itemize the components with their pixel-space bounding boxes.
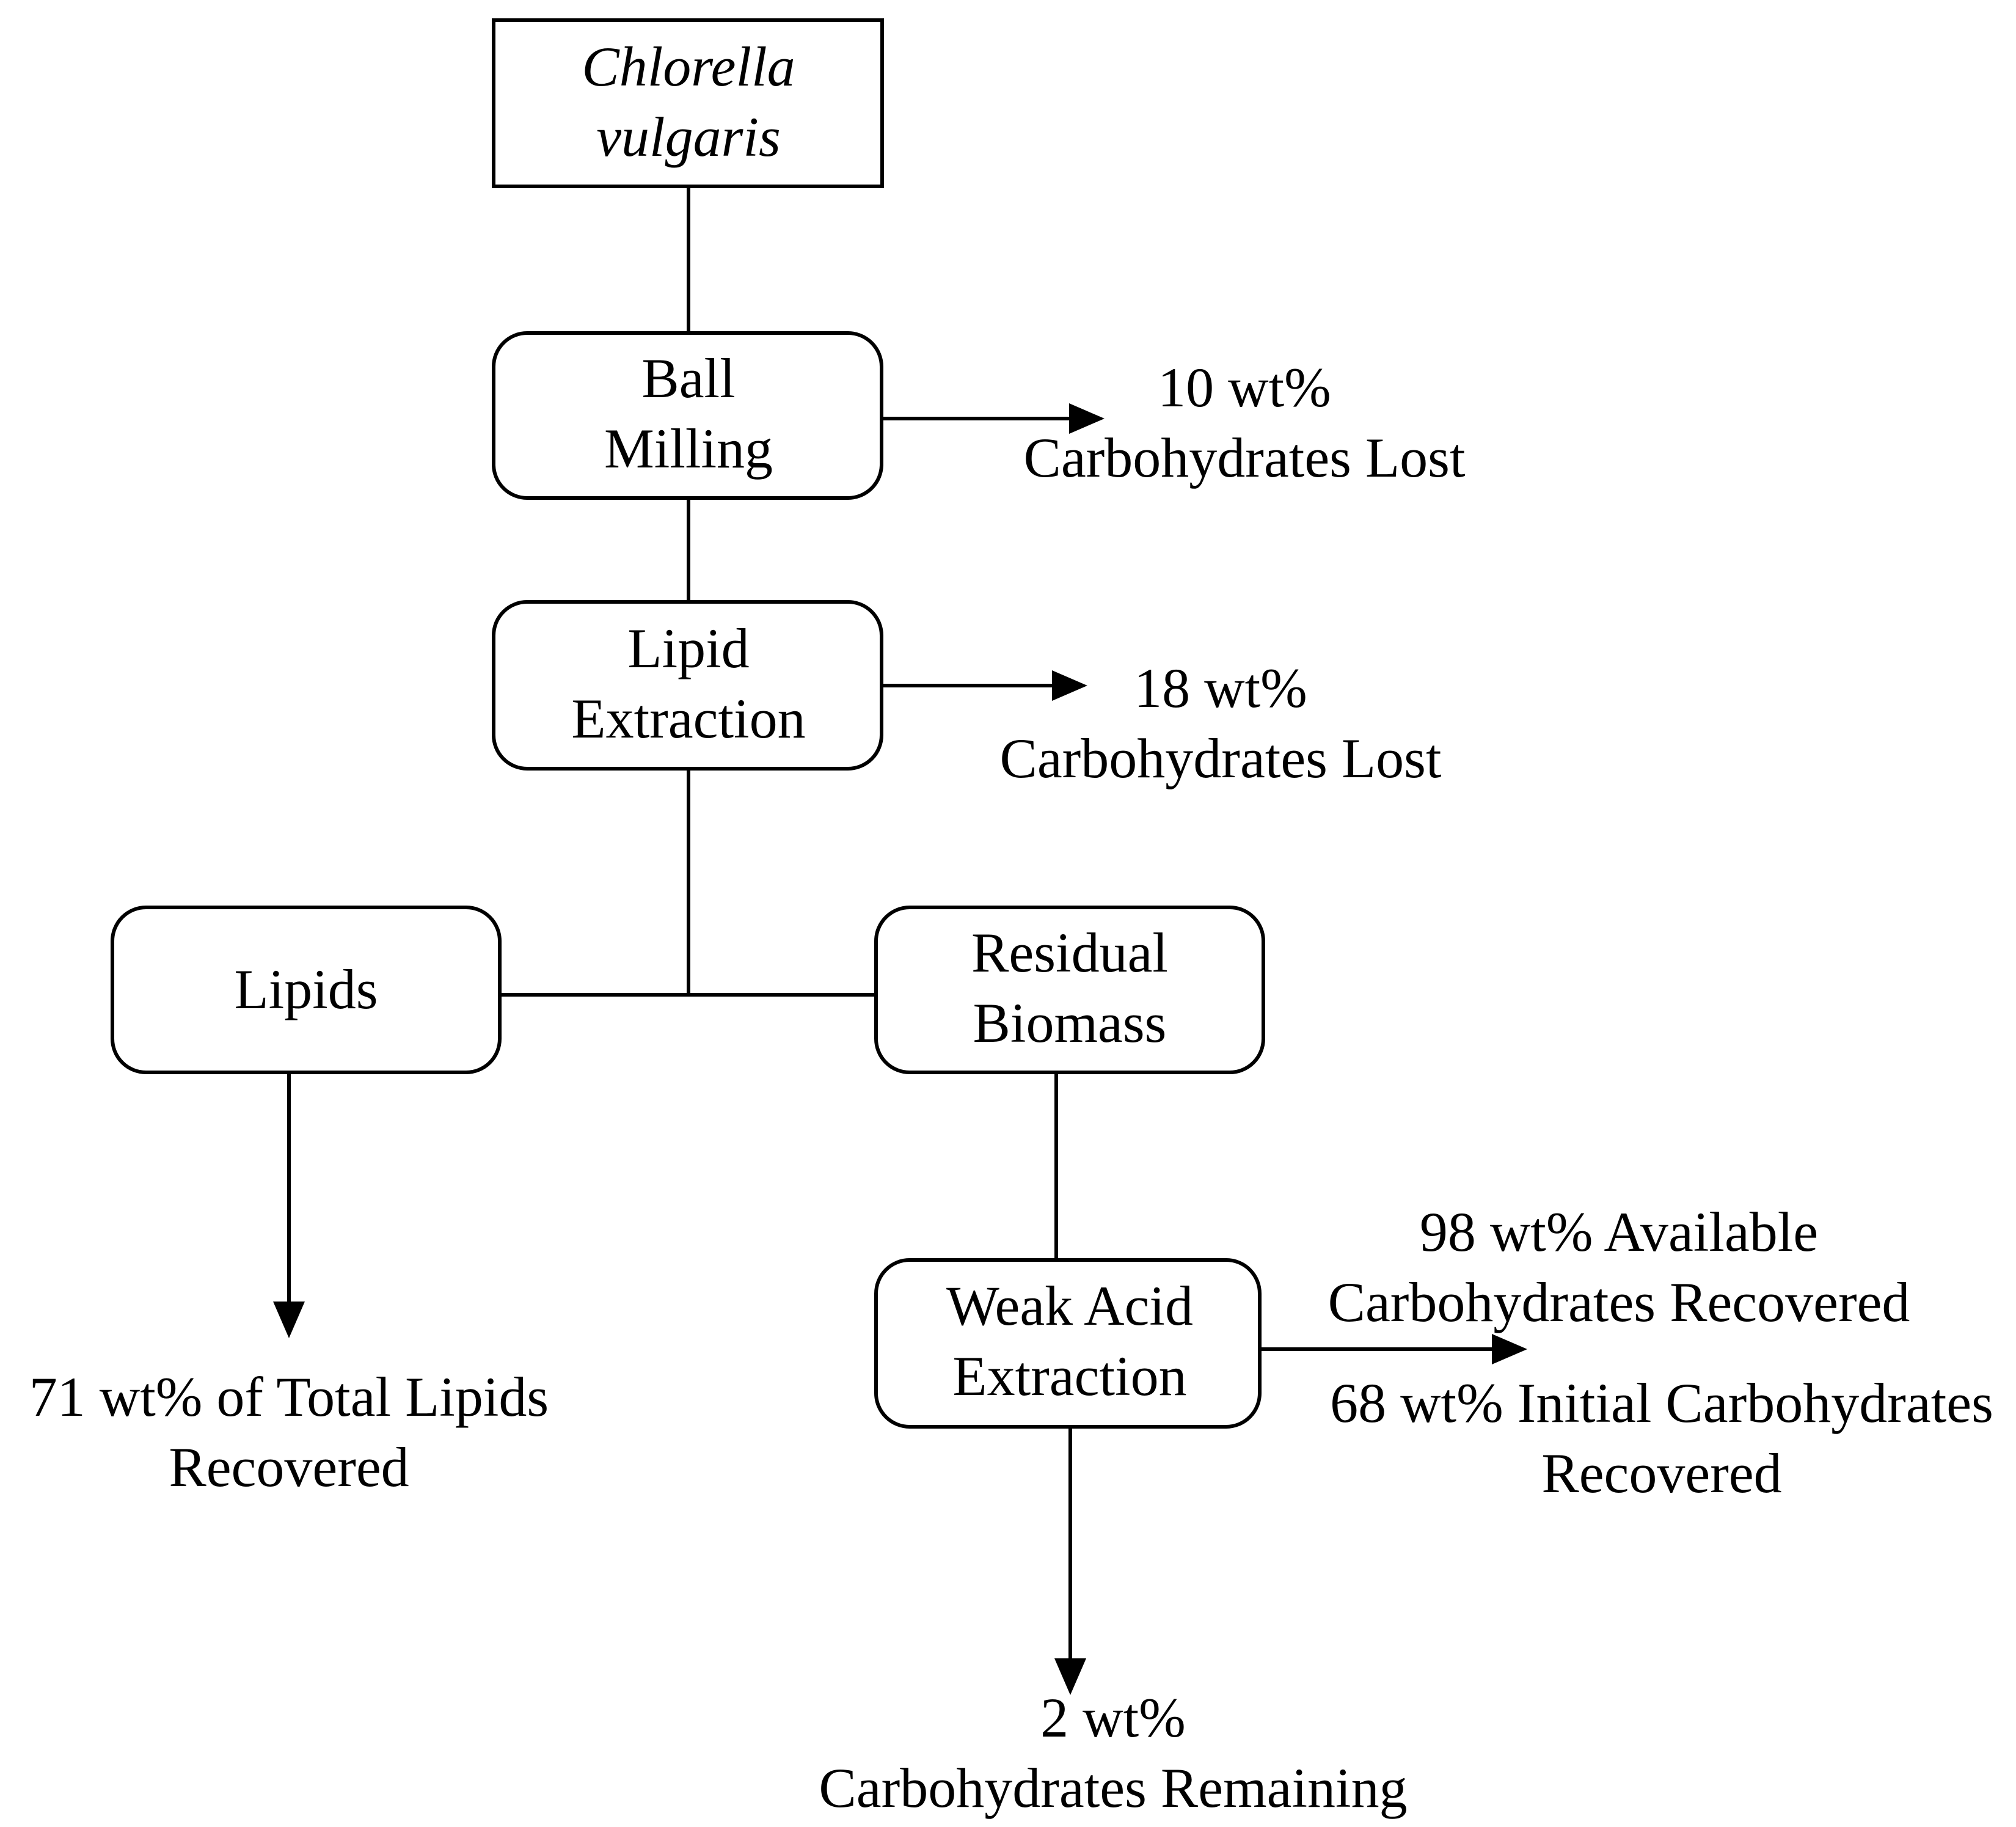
available-recovered-line2: Carbohydrates Recovered: [1328, 1271, 1910, 1333]
milling-loss-line2: Carbohydrates Lost: [1023, 427, 1466, 489]
source-label-line2: vulgaris: [596, 106, 781, 168]
ball-milling-box: [492, 331, 883, 500]
extraction-loss-line1: 18 wt%: [1134, 657, 1307, 719]
lipids-recovered-line1: 71 wt% of Total Lipids: [29, 1366, 549, 1428]
residual-biomass-label-line1: Residual: [971, 921, 1168, 984]
initial-recovered-line1: 68 wt% Initial Carbohydrates: [1330, 1372, 1993, 1434]
lipid-extraction-label-line1: Lipid: [627, 617, 749, 679]
arrow-carbohydrates-remaining: [1054, 1427, 1086, 1695]
residual-biomass-label-line2: Biomass: [973, 992, 1167, 1054]
weak-acid-label-line2: Extraction: [952, 1345, 1186, 1407]
lipids-box: [111, 906, 502, 1074]
ball-milling-label-line1: Ball: [641, 347, 735, 409]
arrow-lipids-recovered: [273, 1072, 305, 1338]
available-recovered-line1: 98 wt% Available: [1420, 1201, 1818, 1263]
weak-acid-label-line1: Weak Acid: [946, 1275, 1193, 1337]
milling-loss-line1: 10 wt%: [1158, 356, 1331, 419]
lipids-label: Lipids: [234, 958, 378, 1020]
initial-recovered-line2: Recovered: [1541, 1442, 1781, 1504]
lipid-extraction-box: [492, 600, 883, 771]
residual-biomass-box: [874, 906, 1265, 1074]
arrow-carbohydrates-recovered: [1258, 1334, 1527, 1364]
lipid-extraction-label-line2: Extraction: [571, 687, 805, 750]
lipids-recovered-line2: Recovered: [169, 1436, 409, 1498]
remaining-line2: Carbohydrates Remaining: [819, 1757, 1407, 1819]
ball-milling-label-line2: Milling: [604, 417, 773, 480]
source-label-line1: Chlorella: [582, 35, 795, 98]
extraction-loss-line2: Carbohydrates Lost: [999, 727, 1442, 789]
arrow-milling-loss: [882, 403, 1105, 434]
arrow-extraction-loss: [882, 670, 1087, 701]
source-box: [492, 18, 884, 188]
remaining-line1: 2 wt%: [1040, 1686, 1186, 1749]
weak-acid-extraction-box: [874, 1258, 1262, 1429]
